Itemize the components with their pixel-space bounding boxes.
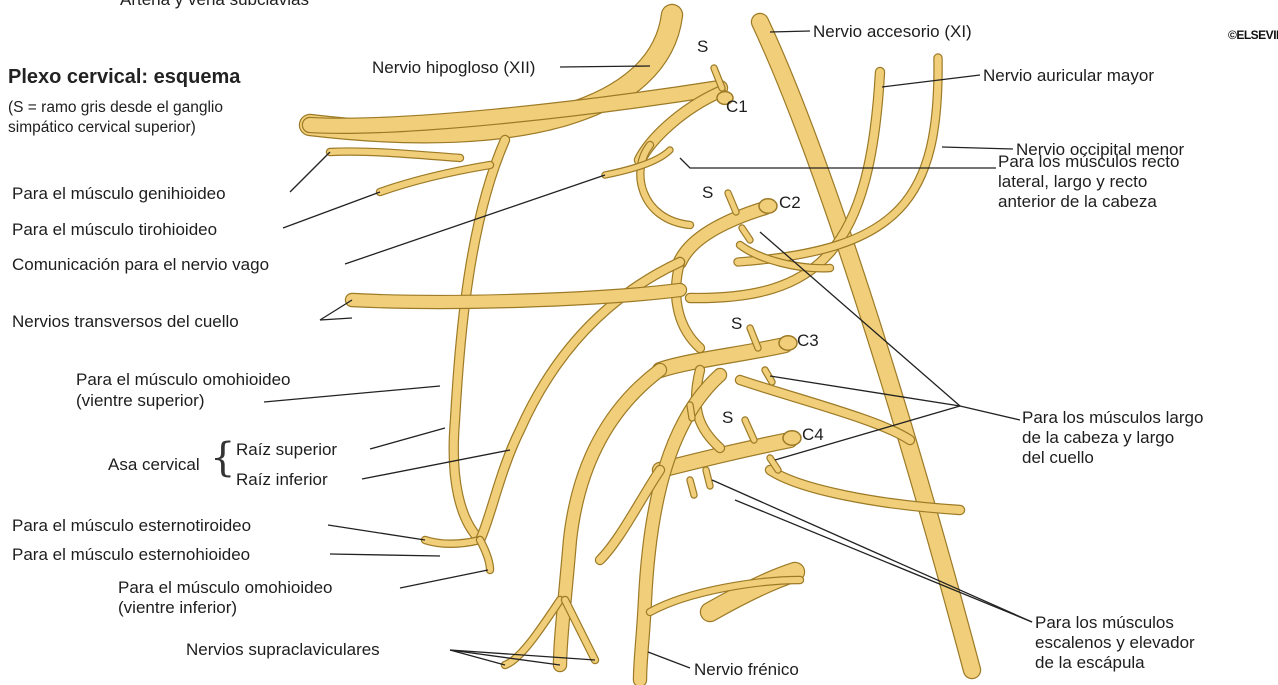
label-largo-cabeza-2: de la cabeza y largo (1022, 428, 1174, 448)
label-supraclaviculares: Nervios supraclaviculares (186, 640, 380, 660)
label-esternohioideo: Para el músculo esternohioideo (12, 545, 250, 565)
s-label-c4: S (722, 408, 733, 428)
header-partial-text: Arteria y vena subclavias (120, 0, 309, 10)
label-hipogloso: Nervio hipogloso (XII) (372, 58, 535, 78)
leader-raiz-sup (370, 428, 445, 449)
thyrohyoid-branch (380, 165, 490, 192)
branch-stub-c4b (690, 480, 694, 495)
label-escalenos-2: escalenos y elevador (1035, 633, 1195, 653)
supraclavicular-branch-2 (565, 600, 595, 660)
label-omohioideo-inf-1: Para el músculo omohioideo (118, 578, 333, 598)
leader-esternotiroideo (328, 525, 425, 540)
geniohyoid-branch (330, 152, 460, 158)
leader-genihioideo (290, 152, 330, 192)
s-label-c1: S (697, 37, 708, 57)
label-genihioideo: Para el músculo genihioideo (12, 184, 226, 204)
label-tirohioideo: Para el músculo tirohioideo (12, 220, 217, 240)
label-escalenos-3: de la escápula (1035, 653, 1145, 673)
s-ramus-c2 (728, 193, 736, 212)
diagram-title: Plexo cervical: esquema (8, 67, 240, 87)
label-largo-cabeza-3: del cuello (1022, 448, 1094, 468)
label-accesorio: Nervio accesorio (XI) (813, 22, 972, 42)
subtitle-line-1: (S = ramo gris desde el ganglio (8, 98, 223, 118)
branch-stub-c2 (742, 228, 750, 240)
label-raiz-superior: Raíz superior (236, 440, 337, 460)
label-largo-cabeza-1: Para los músculos largo (1022, 408, 1203, 428)
leader-occipital (942, 147, 1013, 149)
label-omohioideo-sup-1: Para el músculo omohioideo (76, 370, 291, 390)
ansa-loop-right (480, 540, 490, 570)
label-auricular: Nervio auricular mayor (983, 66, 1154, 86)
ansa-loop-left (425, 540, 480, 544)
leader-tirohioideo (283, 192, 380, 228)
root-c2-end (759, 199, 777, 213)
s-ramus-c4 (745, 420, 754, 440)
branch-stub-c3b (690, 405, 692, 418)
c2-c3-loop (676, 262, 700, 348)
label-omohioideo-inf-2: (vientre inferior) (118, 598, 237, 618)
transverse-cervical-nerve (352, 290, 680, 302)
label-frenico: Nervio frénico (694, 660, 799, 680)
leader-frenico (648, 652, 690, 668)
label-recto-3: anterior de la cabeza (998, 192, 1157, 212)
leader-raiz-inf (362, 450, 510, 479)
label-recto-2: lateral, largo y recto (998, 172, 1147, 192)
branch-stub-c4c (706, 470, 710, 486)
publisher-logo: ©ELSEVIER (1228, 28, 1278, 42)
root-label-c1: C1 (726, 97, 748, 117)
phrenic-nerve (640, 375, 720, 680)
label-raiz-inferior: Raíz inferior (236, 470, 328, 490)
subtitle-line-2: simpático cervical superior) (8, 118, 196, 138)
c3-root (660, 345, 785, 370)
asa-brace: { (210, 438, 235, 478)
leader-auricular (882, 75, 980, 87)
root-c4-end (783, 431, 801, 445)
label-escalenos-1: Para los músculos (1035, 613, 1174, 633)
leader-escalenos-a (735, 500, 1032, 622)
leader-recto (680, 158, 996, 168)
leader-omohioideo-inf (400, 570, 488, 588)
label-transversos: Nervios transversos del cuello (12, 312, 239, 332)
label-asa-cervical: Asa cervical (108, 455, 200, 475)
leader-esternohioideo (330, 554, 440, 556)
label-recto-1: Para los músculos recto (998, 152, 1179, 172)
leader-transversos-a (320, 300, 352, 320)
s-label-c2: S (702, 183, 713, 203)
s-label-c3: S (731, 314, 742, 334)
root-c3-end (779, 336, 797, 350)
leader-transversos-b (320, 318, 352, 320)
hypoglossal-tail (310, 88, 720, 126)
root-label-c2: C2 (779, 193, 801, 213)
label-esternotiroideo: Para el músculo esternotiroideo (12, 516, 251, 536)
leader-largo-cabeza-b (760, 232, 960, 406)
root-label-c4: C4 (802, 425, 824, 445)
leader-accesorio (770, 31, 810, 32)
label-vago: Comunicación para el nervio vago (12, 255, 269, 275)
label-omohioideo-sup-2: (vientre superior) (76, 391, 205, 411)
root-label-c3: C3 (797, 331, 819, 351)
